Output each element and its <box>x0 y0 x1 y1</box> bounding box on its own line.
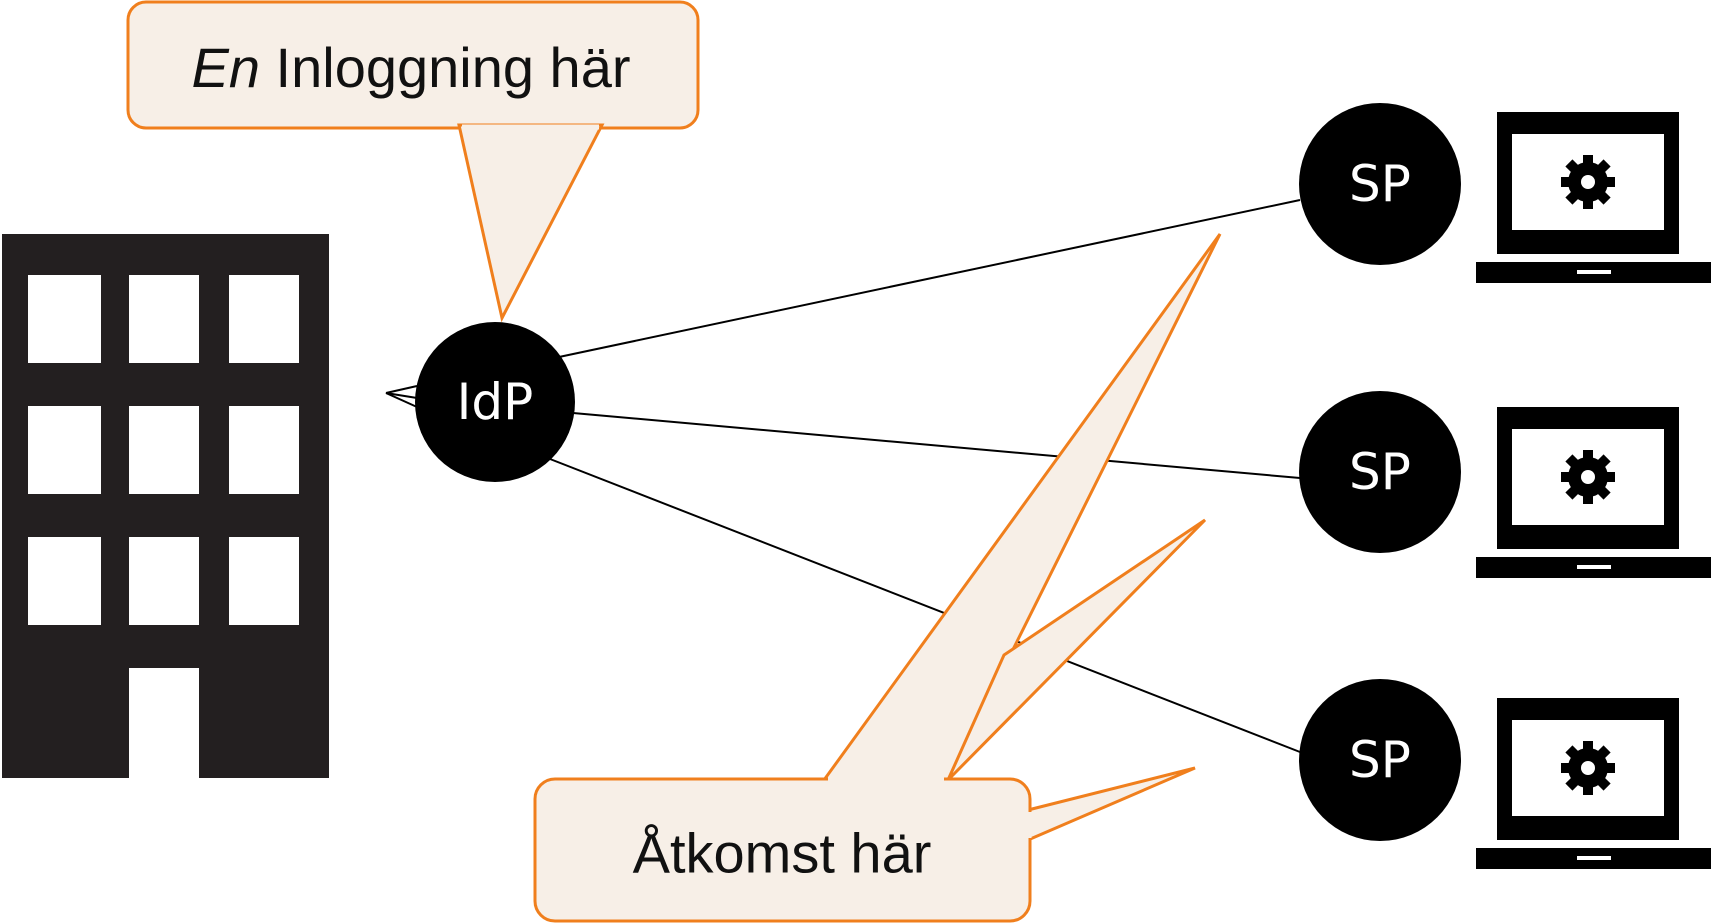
idp-node: IdP <box>415 322 575 482</box>
sp-label-3: SP <box>1349 731 1411 789</box>
laptop-gear-icon <box>1476 407 1711 578</box>
top-callout: En Inloggning här <box>126 0 700 323</box>
building-icon <box>2 234 329 780</box>
top-callout-text: En Inloggning här <box>191 36 630 99</box>
connection-lines <box>385 199 1301 753</box>
sp-label-2: SP <box>1349 443 1411 501</box>
top-callout-rest: Inloggning här <box>260 36 631 99</box>
laptop-gear-icon <box>1476 112 1711 283</box>
sp-node-3: SP <box>1299 679 1461 841</box>
sp-node-1: SP <box>1299 103 1461 265</box>
bottom-callout: Åtkomst här <box>533 777 1032 923</box>
bottom-callout-pointers <box>821 233 1222 843</box>
laptop-gear-icon <box>1476 698 1711 869</box>
idp-label: IdP <box>457 373 534 431</box>
top-callout-emphasis: En <box>191 36 260 99</box>
sp-node-2: SP <box>1299 391 1461 553</box>
bottom-callout-text: Åtkomst här <box>633 822 932 885</box>
sp-label-1: SP <box>1349 155 1411 213</box>
